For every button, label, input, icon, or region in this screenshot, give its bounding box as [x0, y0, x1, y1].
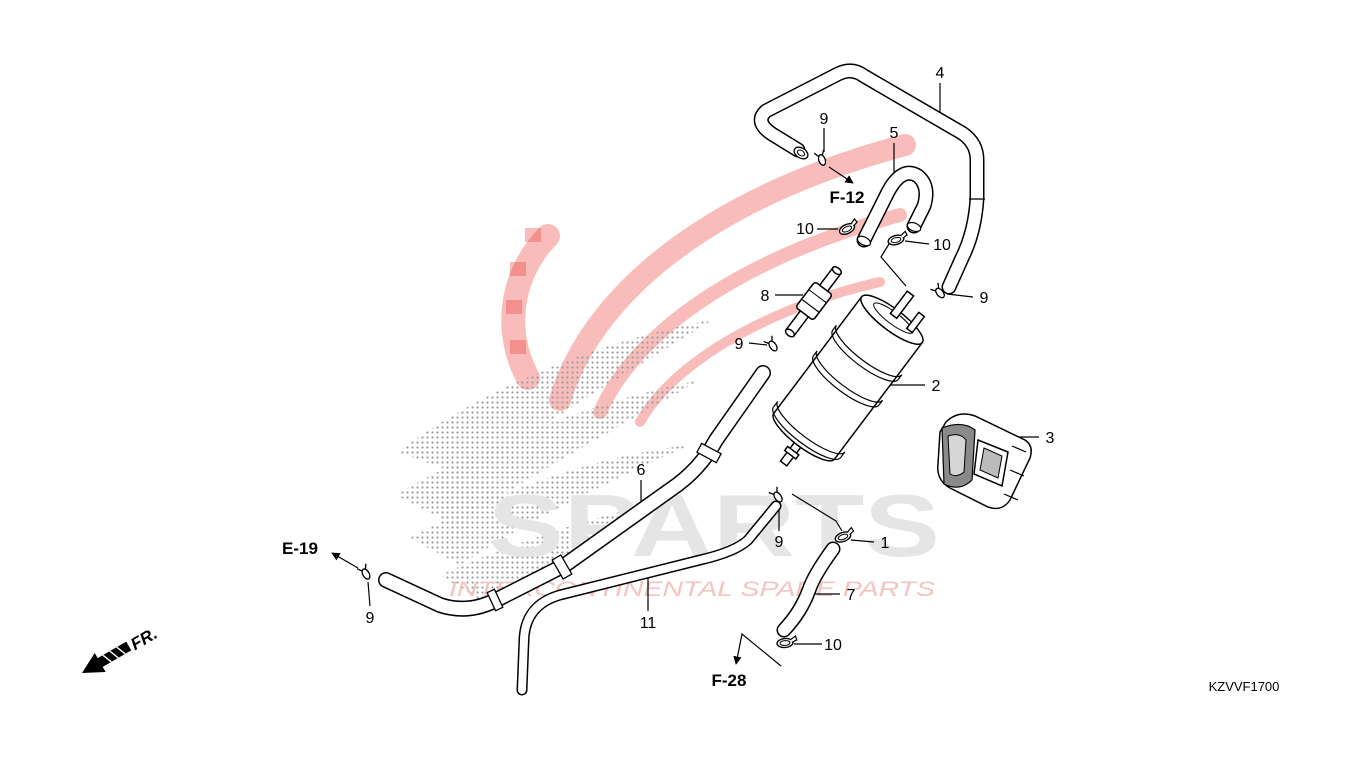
clamp-10-right: [886, 230, 910, 248]
callout-11: 11: [640, 615, 657, 632]
connection-bracket-top: [880, 243, 907, 287]
part-3-rubber-mount: [937, 413, 1032, 510]
reference-arrows: [331, 166, 854, 667]
watermark-wing-dots: [396, 320, 712, 600]
part-6-hose: [378, 365, 771, 617]
leader-line-1: [850, 539, 875, 543]
part-11-hose: [516, 500, 782, 696]
ref-arrow-f12: [828, 166, 854, 184]
part-4-hose: [753, 63, 985, 295]
callout-9-right: 9: [980, 290, 989, 307]
callout-9-mid: 9: [735, 336, 744, 353]
arrow-left-icon: [82, 641, 132, 673]
callouts: 4 9 5 10 10 8 9 9 2 3 6 9 1 7 9 11 10: [366, 65, 1055, 654]
leader-line-9-right: [946, 293, 974, 298]
callout-1: 1: [881, 535, 890, 552]
callout-10-right: 10: [933, 237, 951, 254]
ref-label-f12: F-12: [830, 188, 865, 207]
hose-collar: [551, 554, 573, 580]
front-direction-label: FR.: [127, 624, 160, 654]
part-5-hose: [856, 165, 934, 248]
callout-10-left: 10: [796, 221, 814, 238]
callout-5: 5: [890, 125, 899, 142]
diagram-code: KZVVF1700: [1209, 679, 1280, 694]
leader-line-9-mid: [748, 342, 768, 346]
front-direction-arrow: FR.: [82, 624, 161, 673]
hose-collar: [696, 442, 722, 464]
callout-10-bottom: 10: [824, 637, 842, 654]
ref-arrow-e19: [331, 552, 359, 569]
leader-line-9-left: [367, 581, 371, 607]
ref-label-e19: E-19: [282, 539, 318, 558]
clip-9-left: [356, 563, 374, 582]
callout-6: 6: [637, 462, 646, 479]
hose-collar: [486, 588, 504, 612]
callout-9-top: 9: [820, 111, 829, 128]
leader-line-10-right: [904, 240, 930, 245]
part-7-hose: [776, 541, 841, 638]
callout-4: 4: [936, 65, 945, 82]
reference-labels: F-12 E-19 F-28: [282, 188, 864, 690]
part-2-fuel-pump: [772, 290, 926, 467]
ref-arrow-f28: [733, 632, 782, 667]
connection-bracket-bottom: [791, 493, 843, 532]
ref-label-f28: F-28: [712, 671, 747, 690]
part-8-joint: [784, 266, 843, 338]
callout-7: 7: [847, 587, 856, 604]
callout-3: 3: [1046, 430, 1055, 447]
callout-9-bottom: 9: [775, 534, 784, 551]
watermark: SPARTS INTERCONTINENTAL SPARE PARTS: [396, 134, 940, 601]
callout-8: 8: [761, 288, 770, 305]
callout-9-left: 9: [366, 610, 375, 627]
callout-2: 2: [932, 378, 941, 395]
clamp-10-bottom: [775, 635, 799, 649]
